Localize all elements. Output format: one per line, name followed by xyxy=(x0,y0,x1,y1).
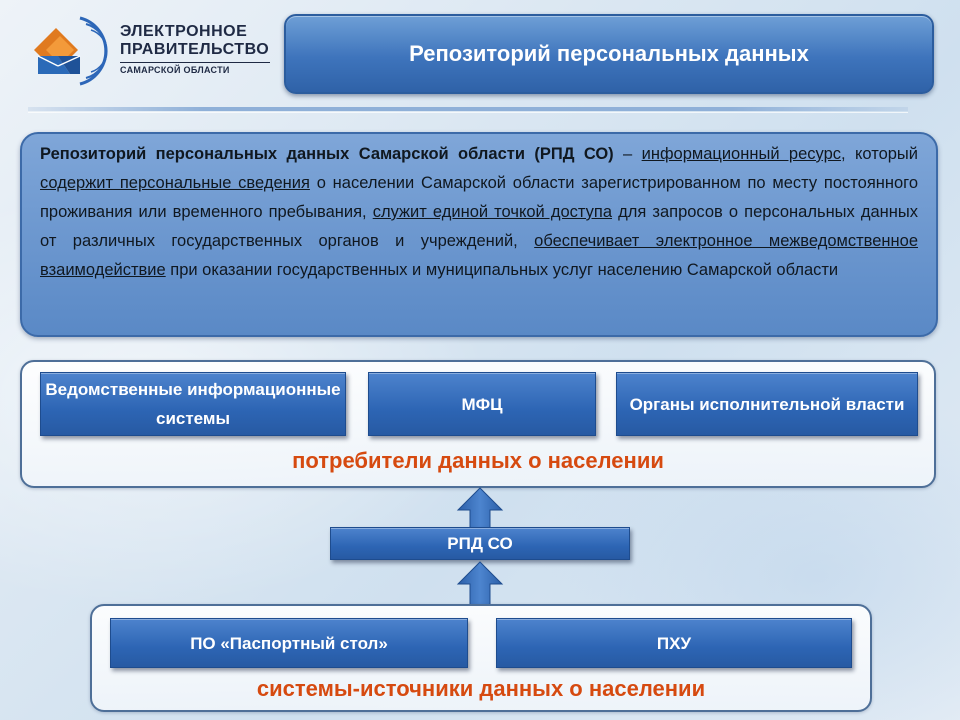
source-item-label: ПО «Паспортный стол» xyxy=(190,633,388,653)
consumers-caption: потребители данных о населении xyxy=(292,448,664,473)
consumer-item-departmental-systems: Ведомственные информационные системы xyxy=(40,372,346,436)
definition-text-3: для запросов о персональных данных от ра… xyxy=(40,203,919,250)
definition-underlined-2: содержит персональные сведения xyxy=(40,174,310,192)
source-item-passport-office: ПО «Паспортный стол» xyxy=(110,618,468,668)
sources-group: ПО «Паспортный стол» ПХУ системы-источни… xyxy=(90,604,872,712)
definition-text-1: , который xyxy=(841,145,918,163)
rpd-so-label: РПД СО xyxy=(447,534,513,553)
logo-line1: ЭЛЕКТРОННОЕ xyxy=(120,23,248,40)
divider-highlight xyxy=(28,112,908,113)
source-item-label: ПХУ xyxy=(656,633,692,653)
definition-box: Репозиторий персональных данных Самарско… xyxy=(20,132,938,337)
sources-caption: системы-источники данных о населении xyxy=(256,676,706,701)
consumer-item-executive-bodies: Органы исполнительной власти xyxy=(616,372,918,436)
consumer-item-label: Ведомственные информационные системы xyxy=(45,380,341,428)
title-bar: Репозиторий персональных данных xyxy=(284,14,934,94)
definition-underlined-1: информационный ресурс xyxy=(641,145,842,163)
consumers-group: Ведомственные информационные системы МФЦ… xyxy=(20,360,936,488)
consumer-item-mfc: МФЦ xyxy=(368,372,596,436)
definition-term: Репозиторий персональных данных Самарско… xyxy=(40,145,614,163)
definition-text-2: о населении Самарской области зарегистри… xyxy=(40,174,918,221)
logo-emblem-icon xyxy=(34,16,108,86)
consumer-item-label: МФЦ xyxy=(461,394,503,414)
page-title: Репозиторий персональных данных xyxy=(409,41,809,66)
arrow-up-icon xyxy=(456,561,504,606)
definition-underlined-3: служит единой точкой доступа xyxy=(372,203,613,221)
logo: ЭЛЕКТРОННОЕ ПРАВИТЕЛЬСТВО САМАРСКОЙ ОБЛА… xyxy=(28,10,270,90)
consumer-item-label: Органы исполнительной власти xyxy=(629,394,905,414)
divider xyxy=(28,107,908,111)
logo-subtitle: САМАРСКОЙ ОБЛАСТИ xyxy=(120,62,270,75)
definition-dash: – xyxy=(613,145,642,163)
definition-underlined-4: обеспечивает электронное межведомственно… xyxy=(40,232,918,279)
logo-text: ЭЛЕКТРОННОЕ ПРАВИТЕЛЬСТВО САМАРСКОЙ ОБЛА… xyxy=(120,23,270,75)
definition-text: Репозиторий персональных данных Самарско… xyxy=(40,140,918,285)
arrow-up-icon xyxy=(456,487,504,529)
definition-text-4: при оказании государственных и муниципал… xyxy=(165,261,839,279)
source-item-phu: ПХУ xyxy=(496,618,852,668)
logo-line2: ПРАВИТЕЛЬСТВО xyxy=(120,41,270,58)
rpd-so-box: РПД СО xyxy=(330,527,630,560)
